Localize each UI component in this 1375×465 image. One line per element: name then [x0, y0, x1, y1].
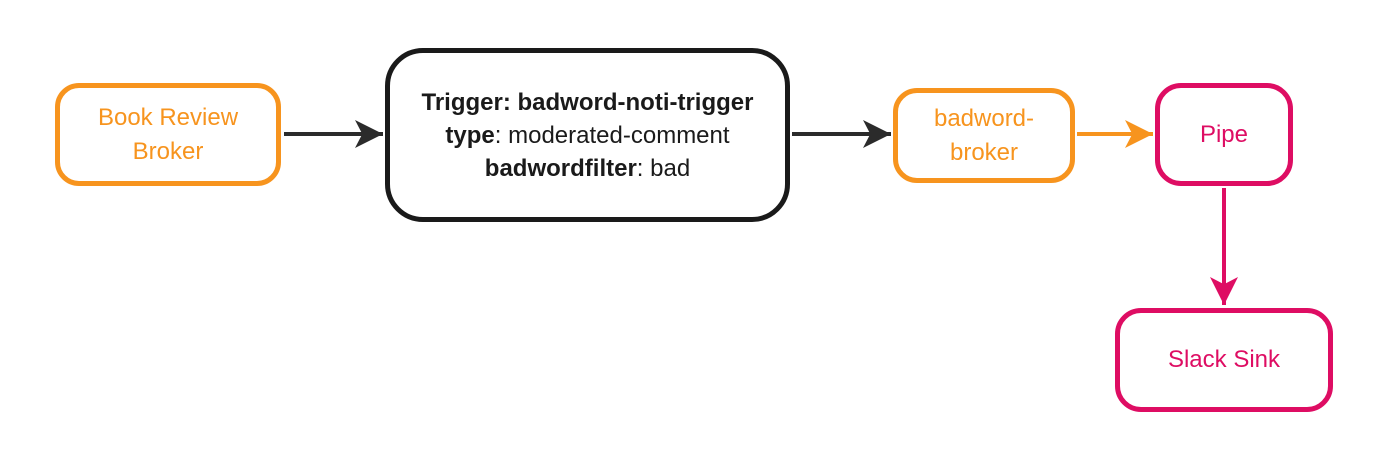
node-badword-broker-label: badword-broker [933, 105, 1035, 166]
trigger-filter-bold: badwordfilter [484, 154, 637, 182]
node-trigger-details: Trigger: badword-noti-trigger type: mode… [385, 48, 790, 222]
node-book-review-broker-label: Book Review Broker [97, 104, 239, 165]
trigger-line-name: Trigger: badword-noti-trigger [422, 86, 754, 119]
trigger-type-rest: : moderated-comment [494, 121, 730, 149]
node-pipe: Pipe [1155, 83, 1293, 186]
node-slack-sink-label: Slack Sink [1167, 346, 1281, 374]
trigger-name-bold: Trigger: badword-noti-trigger [421, 88, 754, 116]
trigger-type-bold: type [445, 121, 495, 149]
trigger-line-filter: badwordfilter: bad [422, 152, 754, 185]
node-slack-sink: Slack Sink [1115, 308, 1333, 412]
trigger-line-type: type: moderated-comment [422, 119, 754, 152]
trigger-filter-rest: : bad [636, 154, 691, 182]
node-badword-broker: badword-broker [893, 88, 1075, 183]
node-book-review-broker: Book Review Broker [55, 83, 281, 186]
trigger-details-text: Trigger: badword-noti-trigger type: mode… [422, 86, 754, 185]
node-pipe-label: Pipe [1199, 120, 1249, 148]
